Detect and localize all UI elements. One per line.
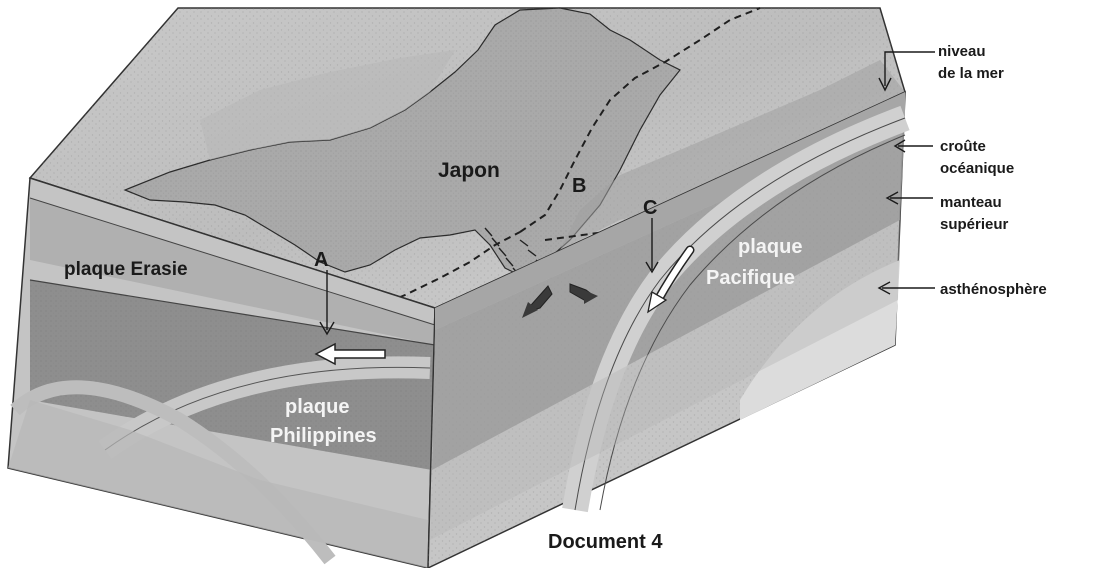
legend-asthenosphere: asthénosphère	[940, 281, 1047, 298]
pacific-subduction-arrow	[647, 245, 695, 314]
label-plaque-philippines-1: plaque	[285, 396, 349, 418]
legend-manteau-2: supérieur	[940, 216, 1009, 233]
legend-niveau-1: niveau	[938, 43, 986, 60]
plate-motion-arrows	[314, 245, 695, 366]
label-plaque-pacifique-1: plaque	[738, 236, 802, 258]
point-pointers	[319, 218, 659, 336]
label-plaque-pacifique-2: Pacifique	[706, 267, 795, 289]
philippines-motion-arrow	[314, 342, 386, 366]
pacific-seafloor	[560, 60, 905, 250]
legend-manteau-1: manteau	[940, 194, 1002, 211]
label-point-c: C	[643, 197, 657, 219]
document-caption: Document 4	[548, 531, 663, 553]
legend-niveau-2: de la mer	[938, 65, 1004, 82]
legend-croute-2: océanique	[940, 160, 1014, 177]
label-plaque-erasie: plaque Erasie	[64, 259, 188, 280]
front-face	[7, 176, 436, 568]
junction-arrow-left	[522, 285, 553, 318]
top-surface	[28, 7, 906, 331]
legend-pointers	[877, 51, 935, 295]
trench-boundary-north	[519, 7, 761, 233]
junction-arrow-right	[569, 283, 598, 304]
right-face	[427, 90, 910, 568]
legend-croute-1: croûte	[940, 138, 986, 155]
label-japon: Japon	[438, 159, 500, 182]
label-plaque-philippines-2: Philippines	[270, 425, 377, 447]
label-point-a: A	[314, 249, 328, 271]
sea-of-japan	[200, 50, 455, 160]
label-point-b: B	[572, 175, 586, 197]
